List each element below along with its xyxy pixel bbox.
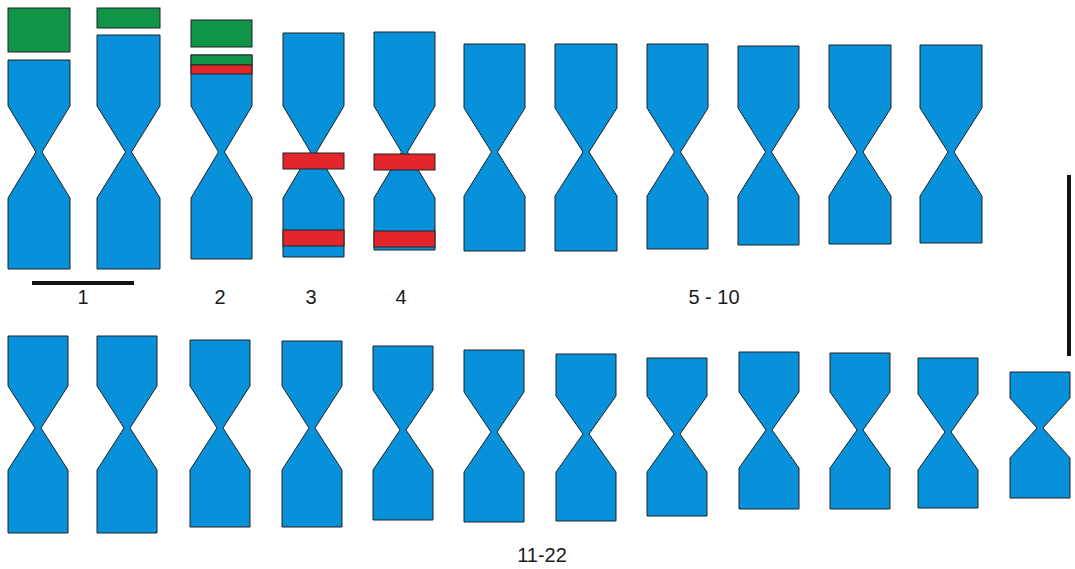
chromosome (190, 340, 250, 527)
chromosome (283, 33, 344, 257)
chromosome (918, 358, 978, 508)
chromosome (739, 352, 799, 509)
chromosome (647, 358, 707, 516)
chromosome-number: 2 (214, 287, 225, 307)
chromosome (191, 55, 252, 259)
chromosome-band (191, 20, 252, 47)
chromosome (464, 350, 524, 522)
chromosome-number: 4 (395, 287, 406, 307)
scale-bar (1067, 175, 1071, 356)
chromosome-number: 3 (305, 287, 316, 307)
chromosome (738, 46, 799, 245)
chromosome-number: 1 (77, 287, 88, 307)
chromosome-number: 11-22 (517, 545, 567, 565)
chromosome (556, 354, 616, 521)
chromosome-band (191, 65, 252, 74)
chromosome (373, 346, 433, 520)
chromosome (97, 35, 160, 269)
chromosome (830, 353, 890, 509)
chromosome (8, 336, 68, 533)
chromosome (464, 44, 525, 251)
chromosome-number: 5 - 10 (688, 287, 739, 307)
scale-bar (32, 281, 134, 285)
chromosome (920, 45, 982, 243)
chromosome (97, 336, 157, 533)
chromosome-band (374, 154, 435, 170)
chromosome-band (283, 153, 344, 169)
chromosome-band (97, 8, 160, 28)
chromosome (1010, 372, 1070, 498)
chromosome (829, 45, 891, 244)
chromosome-band (374, 231, 435, 247)
chromosome-band (283, 230, 344, 246)
chromosome (555, 44, 617, 251)
chromosome-band (8, 8, 70, 52)
chromosome (374, 32, 435, 250)
chromosome (282, 341, 342, 527)
chromosome-band (191, 55, 252, 65)
chromosome (8, 60, 70, 269)
chromosome (647, 44, 708, 249)
